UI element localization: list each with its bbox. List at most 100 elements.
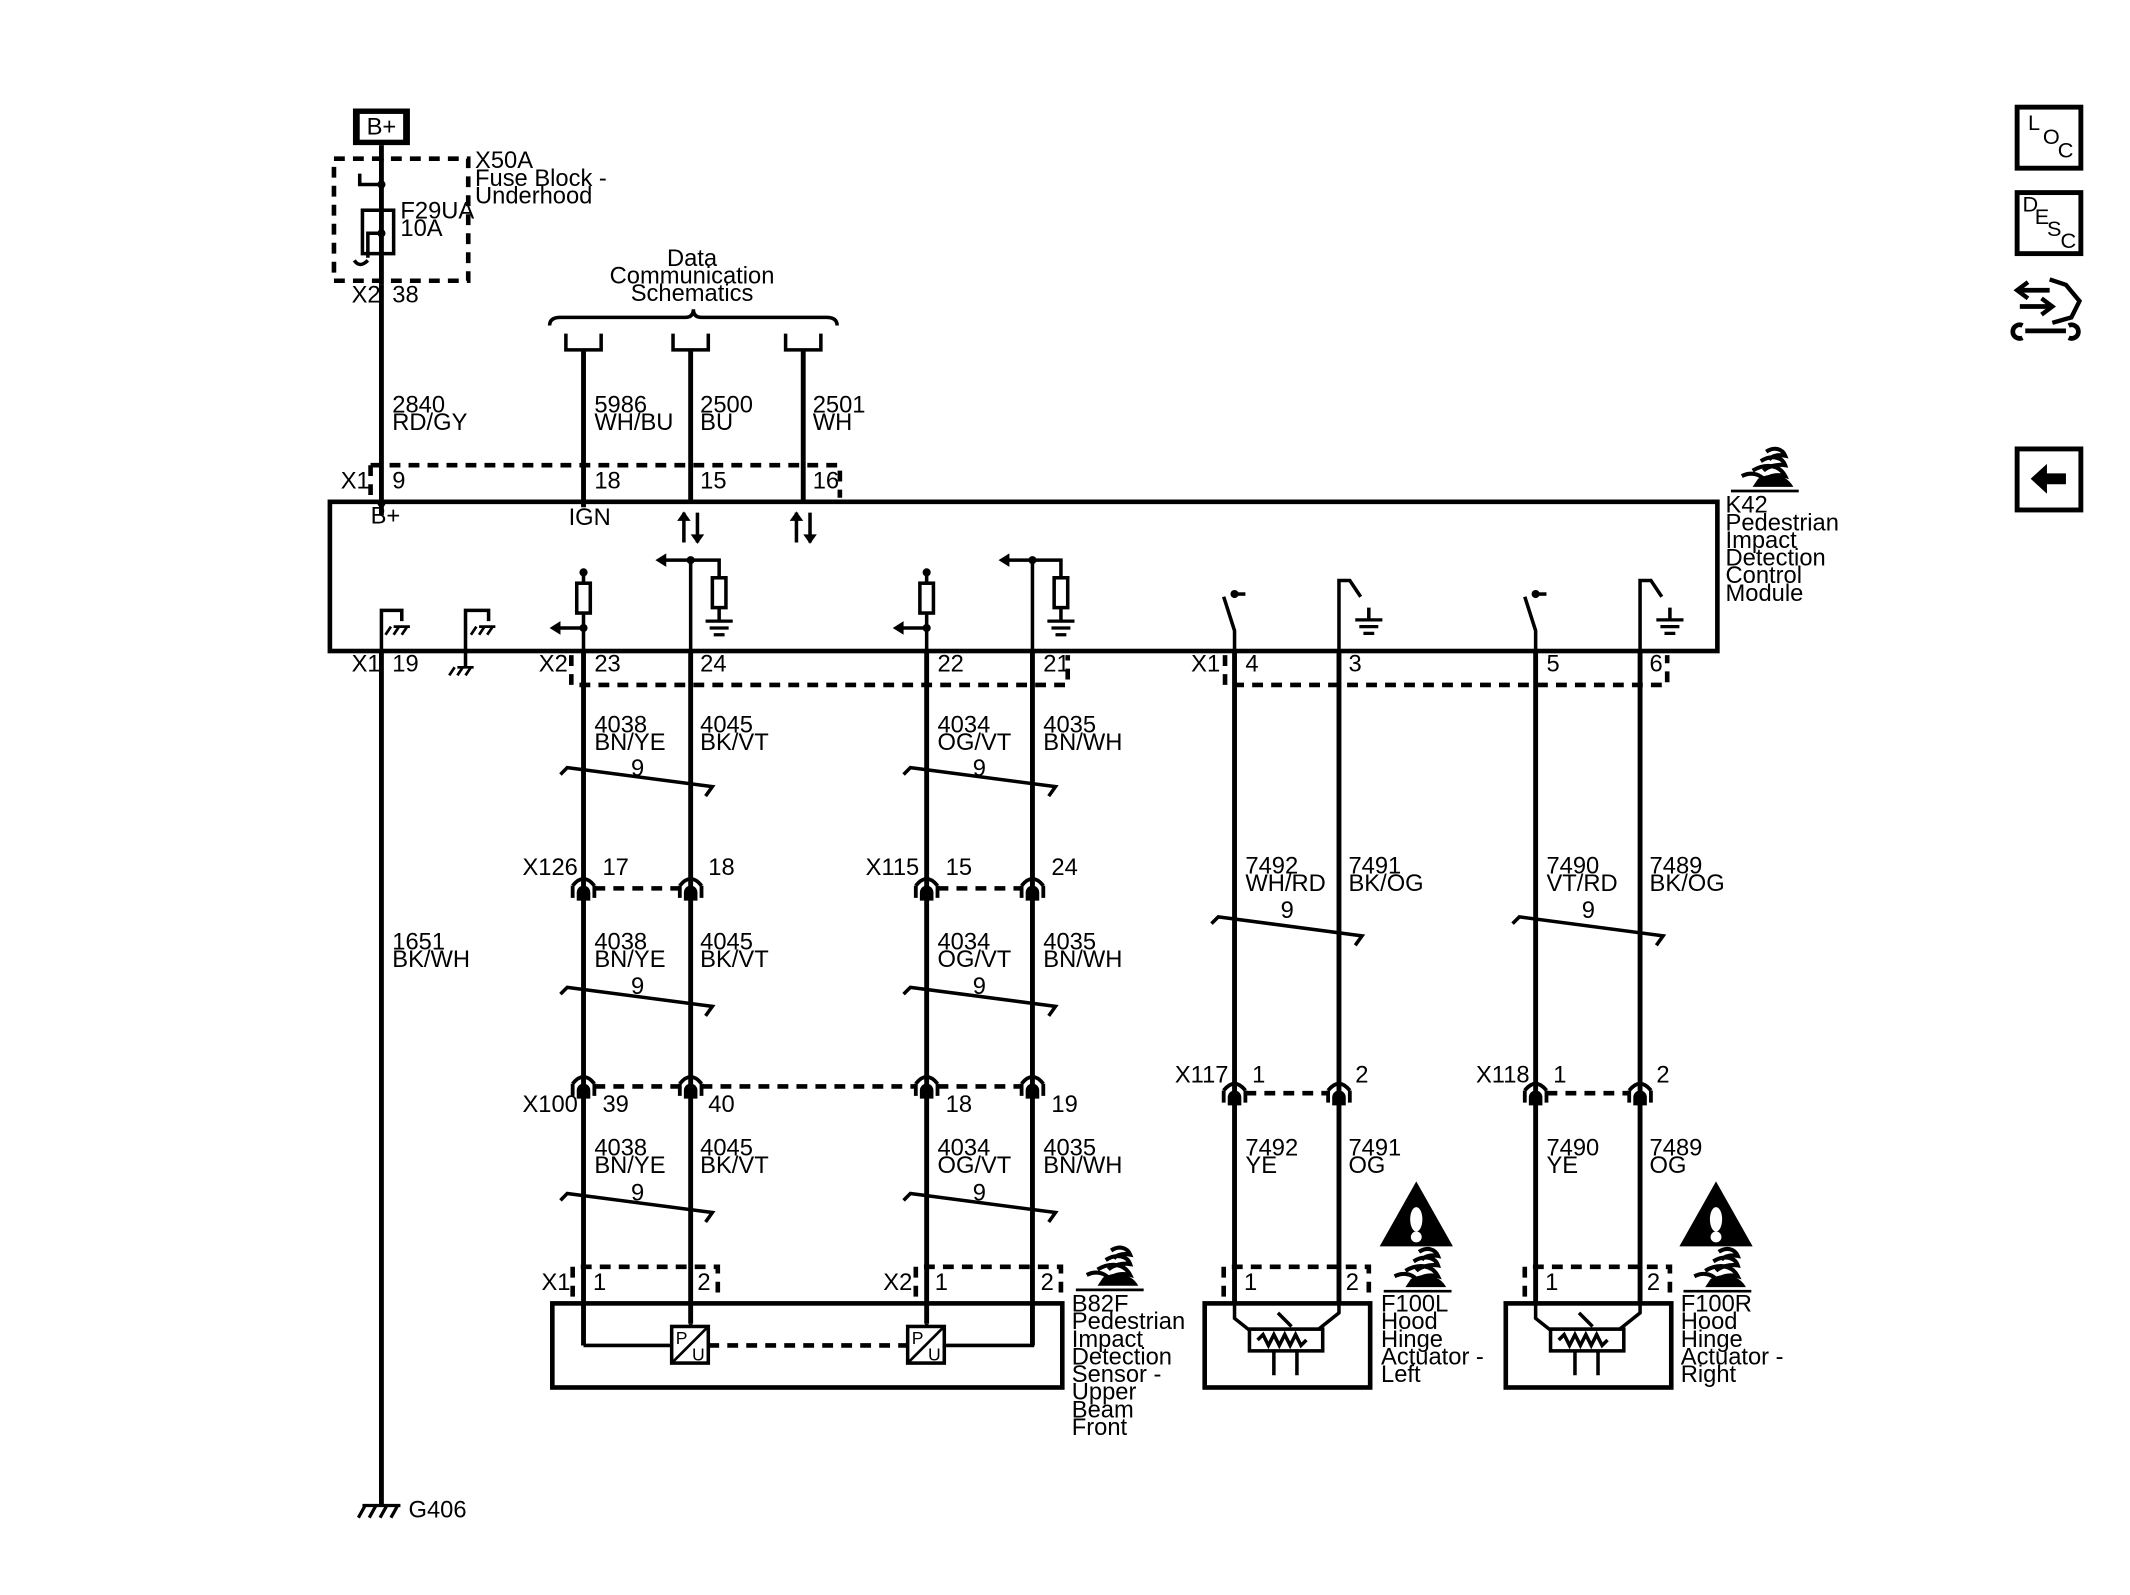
power-label: B+ xyxy=(367,114,397,140)
x1-left-pin: 19 xyxy=(392,651,418,677)
sensor-line2: Impact xyxy=(1072,1327,1144,1353)
w7489-s2-color: OG xyxy=(1650,1153,1687,1179)
sensor-line5: Upper xyxy=(1072,1380,1137,1406)
data-comm-brace xyxy=(547,309,839,326)
fuse-block-name: X50A xyxy=(475,148,533,174)
x126-name: X126 xyxy=(522,855,577,881)
w4045-s3-color: BK/VT xyxy=(700,1153,769,1179)
f100l-pin2: 2 xyxy=(1346,1270,1359,1296)
fuse-name: F29UA xyxy=(400,198,474,224)
fuse-rating: 10A xyxy=(400,216,442,242)
ps-p-label: P xyxy=(676,1328,688,1348)
twisted-pair-marker xyxy=(559,1191,716,1224)
w4038-s2-circuit: 4038 xyxy=(594,929,647,955)
warning-icon xyxy=(1379,1181,1453,1247)
x1-pin-3: 3 xyxy=(1348,651,1361,677)
x100-pin-19: 19 xyxy=(1051,1092,1077,1118)
module-bplus-label: B+ xyxy=(371,504,401,530)
sensor-line4: Sensor - xyxy=(1072,1362,1162,1388)
fuse-block-outline xyxy=(331,156,471,284)
fuse-block-line1: Fuse Block - xyxy=(475,166,607,192)
module-line2: Impact xyxy=(1726,528,1798,554)
w4035-s1-color: BN/WH xyxy=(1043,730,1122,756)
fuse-symbol xyxy=(360,208,396,256)
w4034-s2-circuit: 4034 xyxy=(938,929,991,955)
wire-2500-circuit: 2500 xyxy=(700,392,753,418)
twist-label: 9 xyxy=(973,974,986,1000)
x115-pin-15: 15 xyxy=(946,855,972,881)
w7490-s2-color: YE xyxy=(1546,1153,1578,1179)
pedestrian-impact-icon xyxy=(1073,1246,1144,1292)
pedestrian-impact-icon xyxy=(1381,1248,1452,1294)
loc-letter-o: O xyxy=(2043,124,2060,149)
sensor-line6: Beam xyxy=(1072,1397,1134,1423)
pedestrian-impact-icon xyxy=(1681,1248,1752,1294)
f100r-line3: Actuator - xyxy=(1681,1344,1784,1370)
ps-p-label: P xyxy=(912,1328,924,1348)
twist-label: 9 xyxy=(631,1180,644,1206)
description-button[interactable]: D E S C xyxy=(2014,190,2084,257)
twisted-pair-marker xyxy=(902,985,1059,1017)
f100r-line2: Hinge xyxy=(1681,1327,1743,1353)
w7491-s2-color: OG xyxy=(1348,1153,1385,1179)
f100r-line1: Hood xyxy=(1681,1309,1738,1335)
wire-5986-circuit: 5986 xyxy=(594,392,647,418)
x100-pin-39: 39 xyxy=(603,1092,629,1118)
w4045-s3-circuit: 4045 xyxy=(700,1136,753,1162)
f100r-pin2: 2 xyxy=(1647,1270,1660,1296)
w4035-s1-circuit: 4035 xyxy=(1043,712,1096,738)
x2-name: X2 xyxy=(539,651,568,677)
top-connector-name: X1 xyxy=(341,468,370,494)
w4045-s2-circuit: 4045 xyxy=(700,929,753,955)
w4034-s2-color: OG/VT xyxy=(938,947,1012,973)
twisted-pair-marker xyxy=(1210,914,1366,947)
sensor-line1: Pedestrian xyxy=(1072,1309,1185,1335)
f100l-name: F100L xyxy=(1381,1292,1448,1318)
warning-icon xyxy=(1679,1181,1753,1247)
w4045-s1-color: BK/VT xyxy=(700,730,769,756)
w7492-s2-color: YE xyxy=(1245,1153,1277,1179)
x115-name: X115 xyxy=(866,855,920,881)
x115-connector xyxy=(913,876,1046,903)
x126-connector xyxy=(570,876,704,903)
desc-letter-e: E xyxy=(2035,204,2049,229)
f100l-line2: Hinge xyxy=(1381,1327,1443,1353)
back-button[interactable] xyxy=(2014,446,2084,513)
wire-5986-color: WH/BU xyxy=(594,410,673,436)
squib-igniter-icon xyxy=(1533,1304,1642,1376)
w7492-s1-color: WH/RD xyxy=(1245,871,1325,897)
twist-label: 9 xyxy=(973,756,986,782)
wire-2840-color: RD/GY xyxy=(392,410,467,436)
module-line5: Module xyxy=(1726,581,1804,607)
sensor-x1-pin2: 2 xyxy=(697,1270,710,1296)
sensor-x2-pin1: 1 xyxy=(935,1270,948,1296)
x2-pin-24: 24 xyxy=(700,651,726,677)
f100l-line1: Hood xyxy=(1381,1309,1438,1335)
w7489-s2-circuit: 7489 xyxy=(1650,1136,1703,1162)
w4035-s3-color: BN/WH xyxy=(1043,1153,1122,1179)
x100-pin-18: 18 xyxy=(946,1092,972,1118)
ground-g406: G406 xyxy=(409,1498,467,1524)
x100-name: X100 xyxy=(522,1092,577,1118)
twist-label: 9 xyxy=(631,756,644,782)
w7491-s1-color: BK/OG xyxy=(1348,871,1423,897)
x1-left-name: X1 xyxy=(352,651,381,677)
w4035-s2-circuit: 4035 xyxy=(1043,929,1096,955)
x117-pin2: 2 xyxy=(1355,1062,1368,1088)
connector-repair-icon[interactable] xyxy=(2010,271,2085,348)
location-button[interactable]: L O C xyxy=(2014,104,2084,171)
bidirectional-arrow-icon xyxy=(789,511,817,544)
f100r-pin1: 1 xyxy=(1545,1270,1558,1296)
f100l-pin1: 1 xyxy=(1244,1270,1257,1296)
module-ign-label: IGN xyxy=(569,505,611,531)
w7489-s1-circuit: 7489 xyxy=(1650,853,1703,879)
x115-pin-24: 24 xyxy=(1051,855,1077,881)
w7490-s2-circuit: 7490 xyxy=(1546,1136,1599,1162)
data-comm-line2: Communication xyxy=(610,263,775,289)
x118-connector xyxy=(1522,1081,1653,1108)
back-arrow-icon xyxy=(2030,463,2066,494)
wire-1651-color: BK/WH xyxy=(392,947,470,973)
top-pin-16: 16 xyxy=(813,468,839,494)
x100-connector xyxy=(570,1074,1046,1101)
